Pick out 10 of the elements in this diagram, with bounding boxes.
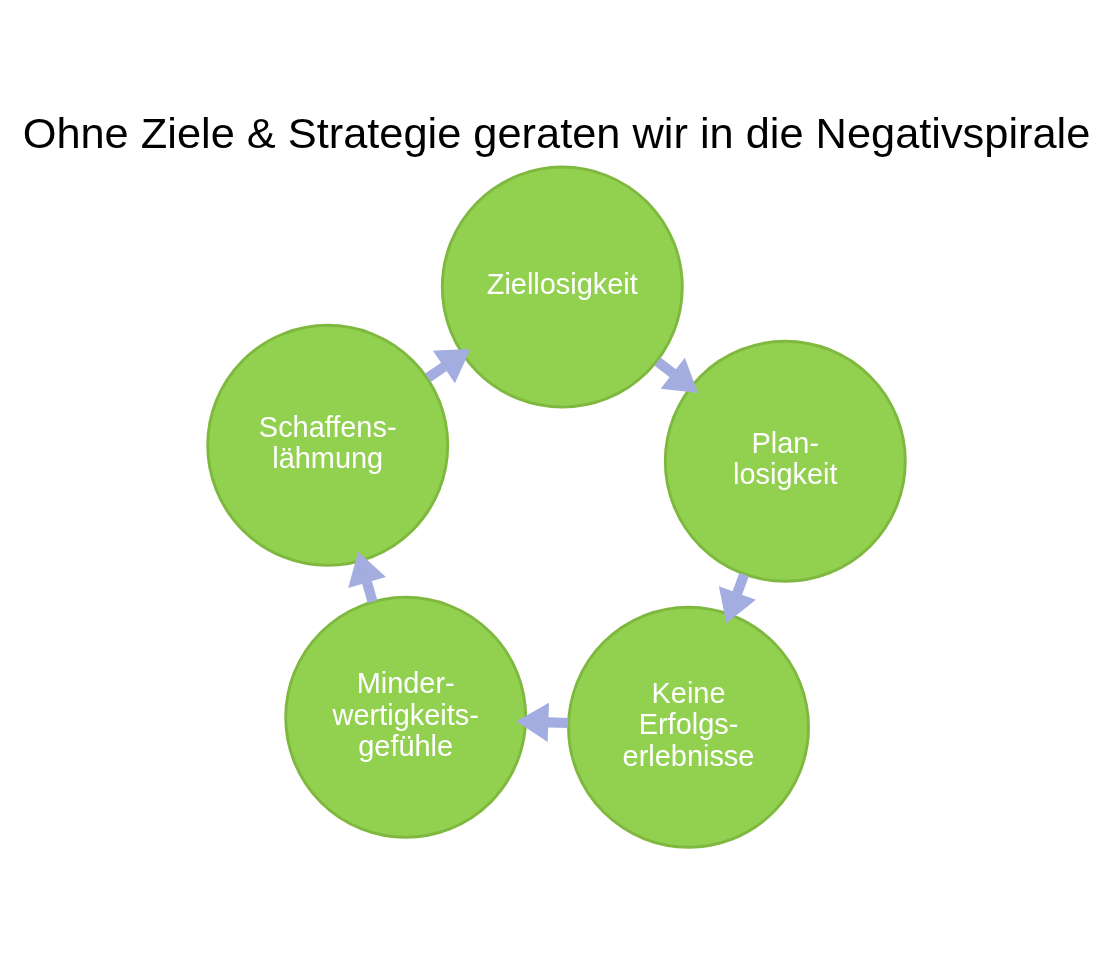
diagram-title: Ohne Ziele & Strategie geraten wir in die Negativspirale — [22, 108, 1091, 157]
node-circle: Minder- wertigkeits- gefühle — [284, 595, 528, 839]
node-circle: Plan- losigkeit — [663, 339, 907, 583]
arrow — [425, 348, 471, 383]
node-circle: Ziellosigkeit — [440, 165, 684, 409]
arrow — [654, 356, 699, 393]
arrow — [516, 702, 569, 742]
node-circle: Keine Erfolgs- erlebnisse — [567, 605, 810, 849]
arrow — [348, 551, 386, 603]
arrow — [718, 572, 756, 623]
